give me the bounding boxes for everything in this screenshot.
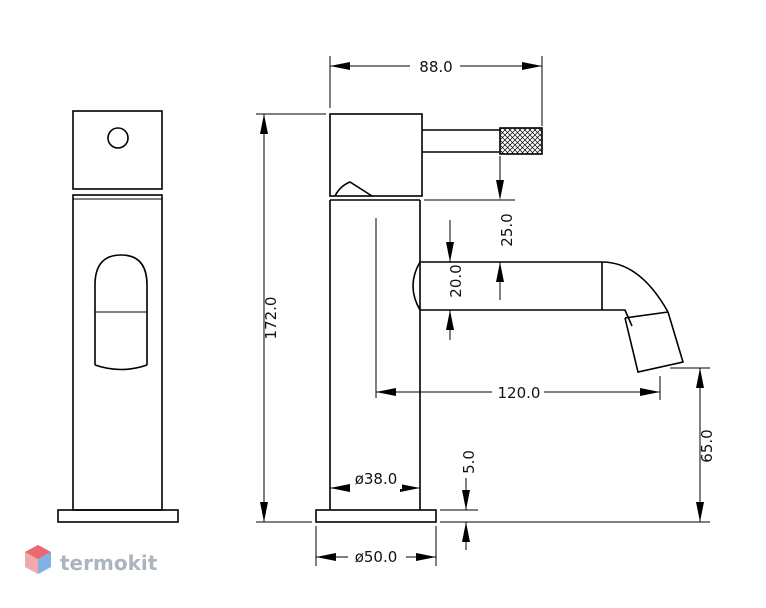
- dim-height-total: 172.0: [262, 297, 280, 340]
- dimension-lines: [256, 56, 710, 566]
- front-spout-outlet: [94, 364, 148, 371]
- side-handle-block: [329, 113, 423, 197]
- spout: [412, 261, 685, 373]
- front-spout: [94, 254, 148, 365]
- dim-base-thickness: 5.0: [460, 450, 478, 474]
- front-lever-hole: [107, 127, 129, 149]
- front-body: [72, 194, 163, 511]
- brand-logo: termokit: [25, 545, 158, 575]
- side-neck: [334, 181, 373, 197]
- dim-body-diameter: ø38.0: [355, 470, 398, 488]
- front-base: [57, 509, 179, 523]
- front-view: [57, 110, 179, 523]
- dim-spout-reach: 120.0: [498, 384, 541, 402]
- front-handle-block: [72, 110, 163, 190]
- dim-spout-height: 65.0: [698, 429, 716, 462]
- dim-lever-gap: 25.0: [498, 213, 516, 246]
- dim-base-diameter: ø50.0: [355, 548, 398, 566]
- dim-width-top: 88.0: [419, 58, 452, 76]
- side-body: [329, 200, 421, 510]
- brand-name: termokit: [60, 551, 158, 575]
- dim-spout-diameter: 20.0: [447, 264, 465, 297]
- side-view: [315, 113, 685, 523]
- side-base: [315, 509, 437, 523]
- knurled-grip: [499, 127, 543, 155]
